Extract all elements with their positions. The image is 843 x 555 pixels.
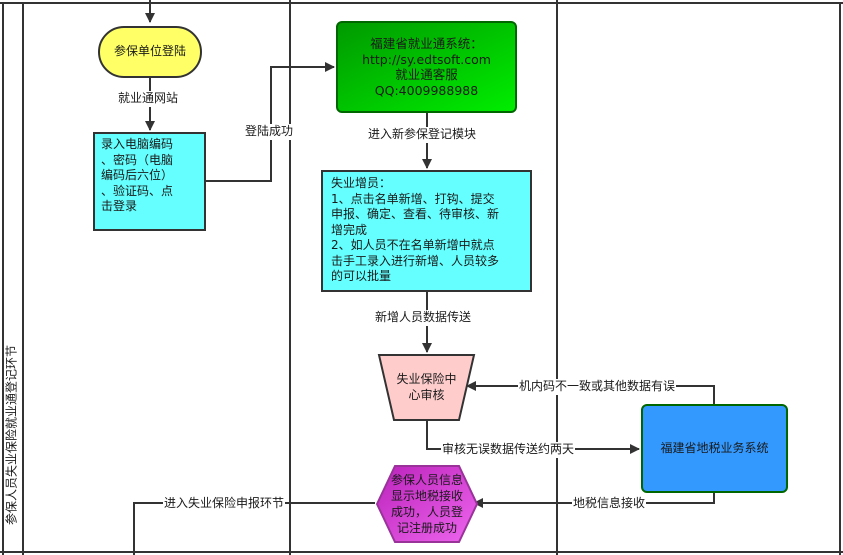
text-line: 的可以批量 xyxy=(331,269,392,283)
result-node[interactable] xyxy=(375,465,479,543)
text-line: 申报、确定、查看、待审核、新 xyxy=(331,207,500,221)
text-line: 录入电脑编码 xyxy=(101,137,174,151)
text-line: QQ:4009988988 xyxy=(374,82,479,98)
tax-system-text: 福建省地税业务系统 xyxy=(642,405,787,492)
system-node[interactable] xyxy=(336,21,517,113)
text-line: 显示地税接收 xyxy=(390,489,463,503)
text-line: 2、如人员不在名单新增中就点 xyxy=(331,238,495,252)
system-url-link[interactable]: http://sy.edtsoft.com xyxy=(362,51,491,67)
lane-title: 参保人员失业保险就业通登记环节 xyxy=(1,330,21,540)
text-line: 失业保险中 xyxy=(396,372,457,386)
tax-system-label: 福建省地税业务系统 xyxy=(660,440,769,455)
text-line: 编码后六位） xyxy=(101,168,174,182)
text-line: 、验证码、点 xyxy=(101,183,174,198)
edge-label-mismatch: 机内码不一致或其他数据有误 xyxy=(518,379,677,395)
text-line: 成功，人员登 xyxy=(390,505,463,519)
result-node-text: 参保人员信息 显示地税接收 成功，人员登 记注册成功 xyxy=(382,466,472,542)
login-input-node[interactable] xyxy=(93,132,206,231)
text-line: 击手工录入进行新增、人员较多 xyxy=(331,253,500,268)
edge-label-enter-module: 进入新参保登记模块 xyxy=(367,127,478,143)
text-line: 记注册成功 xyxy=(396,521,457,535)
edge-next-stage xyxy=(133,502,375,555)
system-node-text: 福建省就业通系统： http://sy.edtsoft.com 就业通客服 QQ… xyxy=(337,22,516,112)
start-label: 参保单位登陆 xyxy=(113,44,186,59)
edge-label-next-stage: 进入失业保险申报环节 xyxy=(163,496,286,512)
add-staff-text: 失业增员： 1、点击名单新增、打钩、提交 申报、确定、查看、待审核、新 增完成 … xyxy=(331,176,529,285)
text-line: 、密码（电脑 xyxy=(101,152,174,167)
start-node-label: 参保单位登陆 xyxy=(99,27,201,77)
text-line: 增完成 xyxy=(331,222,368,237)
edge-label-no-error: 审核无误数据传送约两天 xyxy=(441,442,576,458)
text-line: 参保人员信息 xyxy=(390,473,463,487)
lane-title-text: 参保人员失业保险就业通登记环节 xyxy=(4,344,19,526)
text-line: 心审核 xyxy=(408,387,445,402)
login-input-text: 录入电脑编码 、密码（电脑 编码后六位） 、验证码、点 击登录 xyxy=(101,137,201,215)
tax-system-node[interactable] xyxy=(641,404,788,493)
text-line: 就业通客服 xyxy=(395,67,458,82)
add-staff-node[interactable] xyxy=(321,170,532,292)
text-line: 1、点击名单新增、打钩、提交 xyxy=(331,191,495,206)
edge-label-data-transfer: 新增人员数据传送 xyxy=(374,310,473,326)
review-node-text: 失业保险中 心审核 xyxy=(384,360,469,415)
edge-label-tax-receive: 地税信息接收 xyxy=(572,496,647,512)
review-node[interactable] xyxy=(377,354,476,421)
text-line: 击登录 xyxy=(101,199,138,213)
edge-label-website: 就业通网站 xyxy=(117,91,180,107)
text-line: 福建省就业通系统： xyxy=(370,36,483,51)
text-line: 失业增员： xyxy=(331,176,392,190)
start-node[interactable] xyxy=(98,26,202,78)
edge-label-login-success: 登陆成功 xyxy=(244,124,295,140)
